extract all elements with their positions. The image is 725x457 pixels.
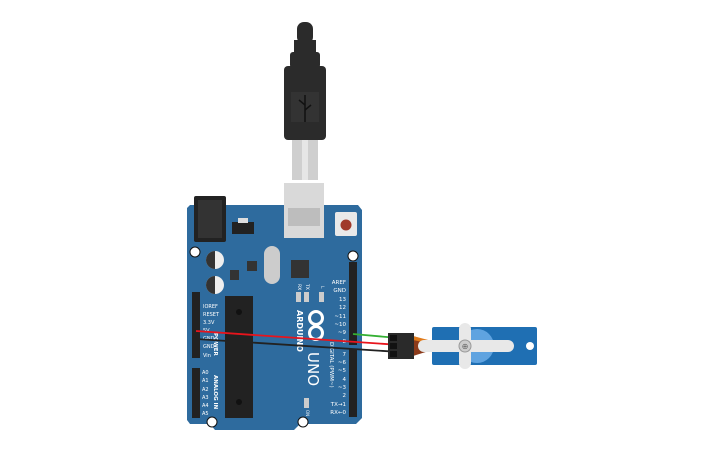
tx-led-label: TX (304, 283, 310, 290)
digital-pin-label: TX→1 (330, 402, 346, 408)
analog-header[interactable] (192, 368, 200, 418)
rx-led-label: RX (296, 284, 302, 290)
usb-cable[interactable] (284, 22, 326, 180)
atmega-chip (225, 296, 253, 418)
digital-header-low[interactable] (349, 349, 357, 417)
digital-header-high[interactable] (349, 262, 357, 345)
digital-pin-label: 13 (339, 297, 346, 303)
board-model: UNO (304, 352, 322, 386)
digital-pin-label: AREF (332, 280, 346, 286)
digital-pin-label: GND (333, 288, 346, 294)
pin-label: A5 (202, 411, 209, 417)
digital-pin-label: ~11 (334, 314, 346, 320)
board-name: ARDUINO (295, 310, 304, 352)
digital-pin-label: ~6 (338, 360, 347, 366)
power-label: POWER (212, 333, 218, 357)
pin-label: GND (203, 344, 215, 350)
digital-pin-label: ~5 (338, 368, 347, 374)
pin-label: A2 (202, 387, 209, 393)
arduino-uno-board[interactable]: RX TX L ON ARDUINO UNO DIGITAL (PWM~) PO… (187, 183, 362, 430)
crystal (264, 246, 280, 284)
digital-label: DIGITAL (PWM~) (328, 342, 334, 388)
digital-pin-label: 4 (343, 377, 347, 383)
digital-pin-label: RX←0 (330, 410, 346, 416)
digital-pin-label: 12 (339, 305, 346, 311)
pin-label: Vin (203, 353, 211, 359)
usb-symbol-icon (298, 95, 312, 122)
wire-5v[interactable] (195, 330, 401, 346)
l-led-label: L (319, 286, 325, 289)
analog-label: ANALOG IN (212, 375, 218, 410)
pin-label: A1 (202, 378, 209, 384)
screw-icon: ⊕ (462, 342, 469, 351)
pin-label: IOREF (203, 304, 218, 310)
micro-servo[interactable]: ⊕ (388, 323, 537, 369)
wire-gnd[interactable] (195, 338, 401, 353)
digital-pin-label: ~3 (338, 385, 347, 391)
digital-pin-label: ~10 (334, 322, 346, 328)
pin-label: A4 (202, 403, 209, 409)
pin-label: A0 (202, 370, 209, 376)
pin-label: A3 (202, 395, 209, 401)
power-header[interactable] (192, 292, 200, 358)
pin-label: RESET (203, 312, 220, 318)
digital-pin-label: 2 (343, 393, 347, 399)
digital-pin-label: ~9 (338, 330, 347, 336)
pin-label: 3.3V (203, 320, 215, 326)
digital-pin-label: 7 (343, 352, 347, 358)
on-led-label: ON (305, 410, 310, 416)
